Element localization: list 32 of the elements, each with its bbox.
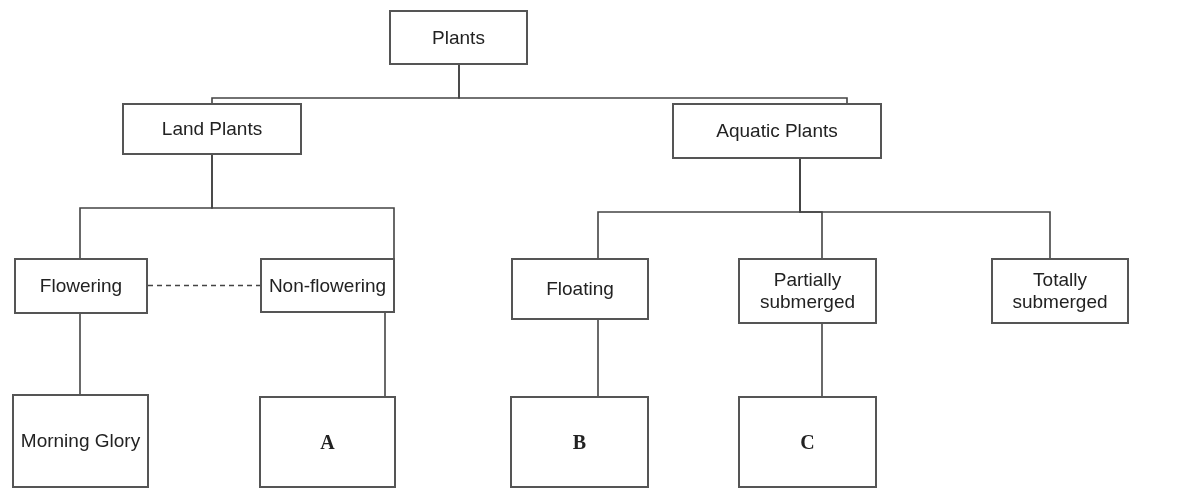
category-box (14, 258, 148, 314)
connector-line (79, 313, 81, 395)
category-box (259, 396, 396, 488)
category-label: Totally submerged (1011, 269, 1109, 313)
category-label: Non-flowering (268, 274, 387, 297)
category-label: Aquatic Plants (716, 120, 838, 142)
category-box (510, 396, 649, 488)
connector-line (211, 154, 395, 259)
dashed-connector (147, 284, 261, 287)
category-box (991, 258, 1129, 324)
category-box (511, 258, 649, 320)
category-label: Morning Glory (20, 430, 141, 452)
connector-line (597, 319, 599, 397)
connector-line (458, 64, 848, 104)
category-label: C (800, 430, 815, 454)
category-label: A (320, 430, 335, 454)
category-label: Partially submerged (758, 269, 857, 313)
category-box (738, 258, 877, 324)
connector-line (821, 323, 823, 397)
category-box (260, 258, 395, 313)
category-label: B (572, 430, 587, 454)
category-box (389, 10, 528, 65)
category-box (122, 103, 302, 155)
category-label: Plants (432, 26, 485, 49)
category-label: Flowering (39, 275, 123, 297)
category-box (738, 396, 877, 488)
category-label: Land Plants (161, 118, 263, 140)
category-box (12, 394, 149, 488)
connector-line (799, 158, 1051, 259)
connector-line (384, 312, 386, 397)
category-label: Floating (546, 278, 614, 300)
category-box (672, 103, 882, 159)
